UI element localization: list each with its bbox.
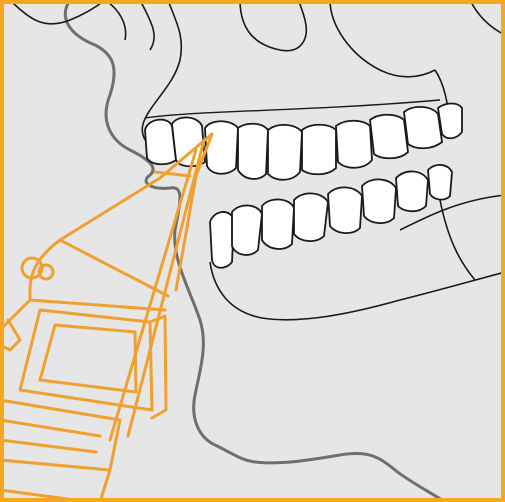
illustration-frame [0,0,505,502]
anatomy-illustration [0,0,505,502]
